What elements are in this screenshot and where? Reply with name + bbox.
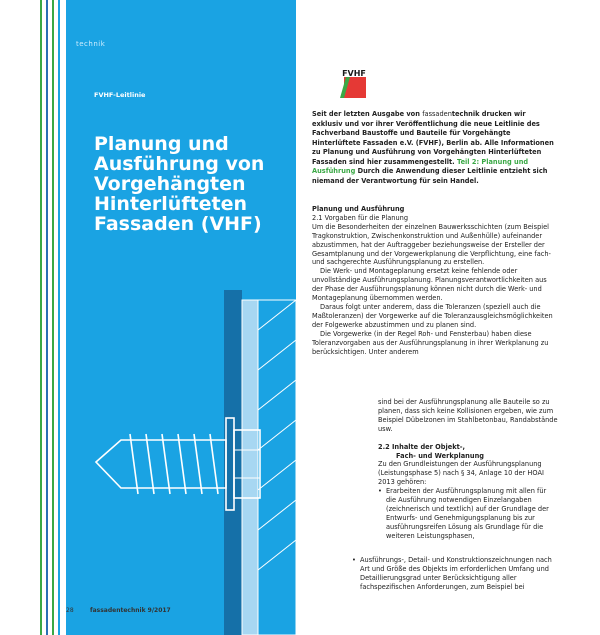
bullet-list: Erarbeiten der Ausführungsplanung mit al… [378, 487, 558, 540]
series-label: FVHF-Leitlinie [94, 91, 146, 99]
list-item: Erarbeiten der Ausführungsplanung mit al… [378, 487, 558, 540]
subheading-2-2b: Fach- und Werkplanung [396, 451, 484, 460]
screw-head [233, 429, 261, 499]
decor-stripe-blue [46, 0, 48, 635]
body-column: Planung und Ausführung 2.1 Vorgaben für … [312, 205, 558, 356]
substructure-profile [241, 299, 259, 635]
body-column-bottom: Ausführungs-, Detail- und Konstruktionsz… [352, 556, 558, 592]
wall-section [257, 299, 296, 635]
screw-shaft [94, 433, 227, 495]
intro-text-3: Durch die Anwendung dieser Leitlinie ent… [312, 167, 548, 185]
intro-paragraph: Seit der letzten Ausgabe von fassadentec… [312, 110, 558, 186]
intro-text-1: Seit der letzten Ausgabe von [312, 110, 423, 118]
subheading-2-1: 2.1 Vorgaben für die Planung [312, 213, 409, 222]
list-item: Ausführungs-, Detail- und Konstruktionsz… [352, 556, 558, 592]
brand-bold: technik [451, 110, 480, 118]
article-title: Planung und Ausführung von Vorgehängten … [94, 133, 265, 235]
brand-light: fassaden [422, 110, 452, 118]
paragraph-2: Die Werk- und Montageplanung ersetzt kei… [312, 267, 547, 303]
fvhf-logo-icon: FVHF [340, 69, 366, 98]
decor-stripe-lightblue [58, 0, 60, 635]
paragraph-1: Um die Besonderheiten der einzelnen Bauw… [312, 222, 551, 267]
paragraph-5: Zu den Grundleistungen der Ausführungspl… [378, 460, 544, 487]
intro-part-label: Teil 2: Planung und Ausführung [312, 157, 529, 176]
decor-stripe-green-1 [40, 0, 42, 635]
bullet-list-2: Ausführungs-, Detail- und Konstruktionsz… [352, 556, 558, 592]
screw-illustration-icon [94, 290, 296, 635]
decor-stripe-green-2 [52, 0, 54, 635]
facade-panel-layer [224, 290, 242, 635]
paragraph-4b: sind bei der Ausführungsplanung alle Bau… [378, 398, 558, 433]
subheading-2-2a: 2.2 Inhalte der Objekt-, [378, 442, 466, 451]
paragraph-3: Daraus folgt unter anderem, dass die Tol… [312, 302, 553, 329]
body-column-narrow: sind bei der Ausführungsplanung alle Bau… [378, 398, 558, 541]
title-panel: technik FVHF-Leitlinie Planung und Ausfü… [66, 0, 296, 635]
page-number: 28 [66, 607, 74, 614]
section-heading: Planung und Ausführung [312, 205, 405, 213]
paragraph-4a: Die Vorgewerke (in der Regel Roh- und Fe… [312, 329, 549, 356]
journal-footer: fassadentechnik 9/2017 [90, 607, 171, 614]
section-label: technik [76, 40, 106, 48]
logo-text: FVHF [342, 69, 366, 78]
wall-hatch [257, 299, 296, 571]
intro-text-2: drucken wir exklusiv und vor ihrer Veröf… [312, 110, 554, 166]
